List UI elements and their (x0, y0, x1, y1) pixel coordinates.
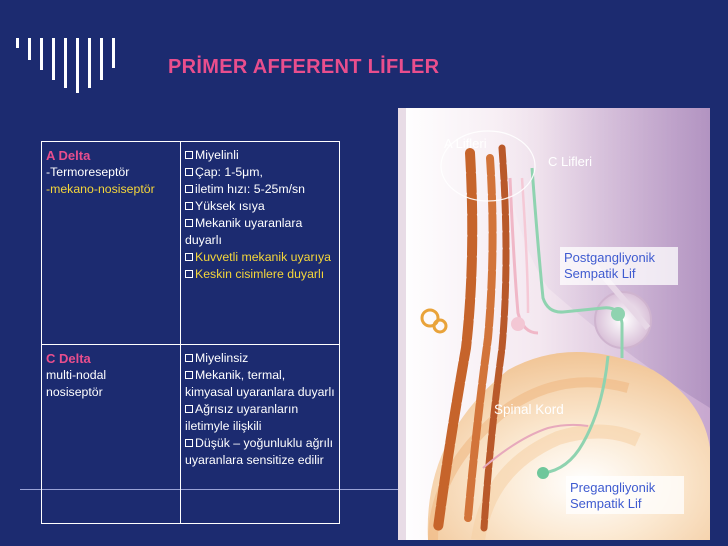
a-delta-line-1: -Termoreseptör (46, 165, 130, 179)
bullet-square-icon (185, 404, 193, 413)
c-delta-line-1: multi-nodal (46, 367, 107, 382)
c-delta-title: C Delta (46, 350, 91, 366)
illustration-left-edge (398, 108, 406, 540)
table-row-c-delta: C Delta multi-nodal nosiseptör Miyelinsi… (41, 343, 340, 525)
bullet-square-icon (185, 185, 193, 193)
a-fibers (433, 144, 510, 533)
bullet-square-icon (185, 438, 193, 447)
preganglionic-node (537, 467, 549, 479)
c-delta-category: C Delta multi-nodal nosiseptör (41, 343, 181, 525)
label-postgangliyonik: Postgangliyonik Sempatik Lif (564, 250, 656, 281)
list-item: Çap: 1-5μm, (185, 164, 335, 181)
c-fiber-1 (508, 177, 539, 335)
c-delta-properties: Miyelinsiz Mekanik, termal, kimyasal uya… (180, 343, 340, 525)
a-delta-title: A Delta (46, 148, 91, 163)
c-fiber-3 (482, 423, 589, 469)
bullet-square-icon (185, 353, 193, 362)
nerve-fiber-illustration: A Lifleri C Lifleri Postgangliyonik Semp… (398, 108, 710, 542)
nerve-ending-2 (432, 318, 448, 334)
list-item: Ağrısız uyaranların iletimyle ilişkili (185, 401, 299, 433)
c-fiber-node (511, 317, 525, 331)
list-item: Miyelinsiz (185, 350, 335, 367)
a-delta-line-2: -mekano-nosiseptör (46, 182, 155, 196)
list-item: Keskin cisimlere duyarlı (185, 266, 335, 283)
preganglionic-label-box (566, 476, 684, 514)
list-item: Yüksek ısıya (185, 198, 335, 215)
decorative-bars (16, 38, 120, 98)
bullet-square-icon (185, 151, 193, 159)
a-delta-properties: Miyelinli Çap: 1-5μm, iletim hızı: 5-25m… (180, 141, 340, 345)
bullet-square-icon (185, 253, 193, 261)
c-delta-line-2: nosiseptör (46, 384, 103, 399)
nerve-ending-1 (420, 308, 440, 328)
list-item: iletim hızı: 5-25m/sn (185, 181, 335, 198)
slide-title: PRİMER AFFERENT LİFLER (168, 56, 440, 78)
bullet-square-icon (185, 202, 193, 210)
label-c-lifleri: C Lifleri (548, 154, 593, 169)
fiber-table: A Delta -Termoreseptör -mekano-nosiseptö… (41, 141, 340, 525)
illustration-svg (398, 108, 710, 542)
a-fibers-highlight-ellipse (440, 130, 536, 202)
preganglionic-fiber (542, 355, 610, 475)
list-item: Düşük – yoğunluklu ağrılı uyaranlara sen… (185, 435, 334, 467)
c-fiber-2 (520, 177, 530, 314)
bullet-square-icon (185, 168, 193, 176)
list-item: Miyelinli (185, 147, 335, 164)
bullet-square-icon (185, 219, 193, 227)
label-a-lifleri: A Lifleri (444, 136, 487, 151)
bullet-square-icon (185, 370, 193, 379)
list-item: Kuvvetli mekanik uyarıya (185, 249, 335, 266)
a-delta-category: A Delta -Termoreseptör -mekano-nosiseptö… (41, 141, 181, 345)
postganglionic-node (611, 307, 625, 321)
bullet-square-icon (185, 270, 193, 278)
label-pregangliyonik: Pregangliyonik Sempatik Lif (570, 480, 656, 511)
list-item: Mekanik, termal, kimyasal uyaranlara duy… (185, 367, 335, 399)
postganglionic-label-box (560, 247, 678, 285)
label-spinal-kord: Spinal Kord (494, 402, 564, 417)
list-item: Mekanik uyaranlara duyarlı (185, 216, 303, 247)
table-row-a-delta: A Delta -Termoreseptör -mekano-nosiseptö… (41, 141, 340, 345)
